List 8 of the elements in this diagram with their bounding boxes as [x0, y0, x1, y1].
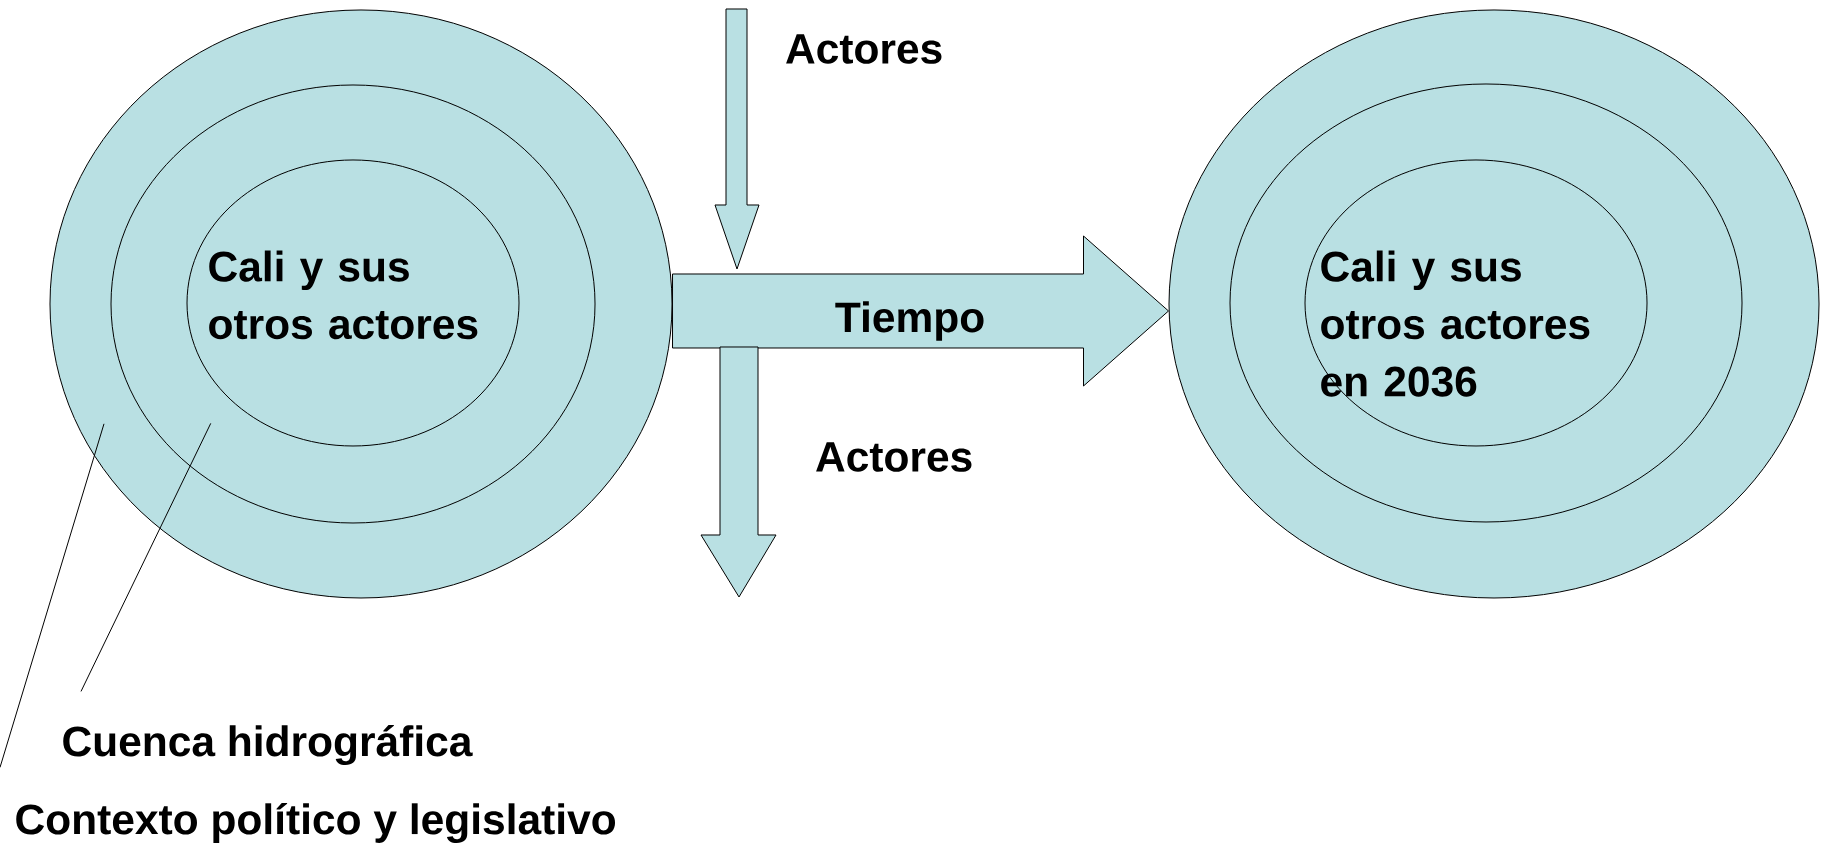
leader-line — [0, 423, 105, 768]
caption-text: Cuenca hidrográfica — [63, 724, 473, 766]
edge-label: Tiempo — [835, 301, 984, 341]
arrow-label: Actores — [786, 34, 942, 64]
leader-line — [80, 422, 212, 692]
arrow-label: Actores — [816, 442, 972, 472]
caption-text: Contexto político y legislativo — [16, 802, 616, 844]
block-arrow — [672, 235, 1169, 387]
